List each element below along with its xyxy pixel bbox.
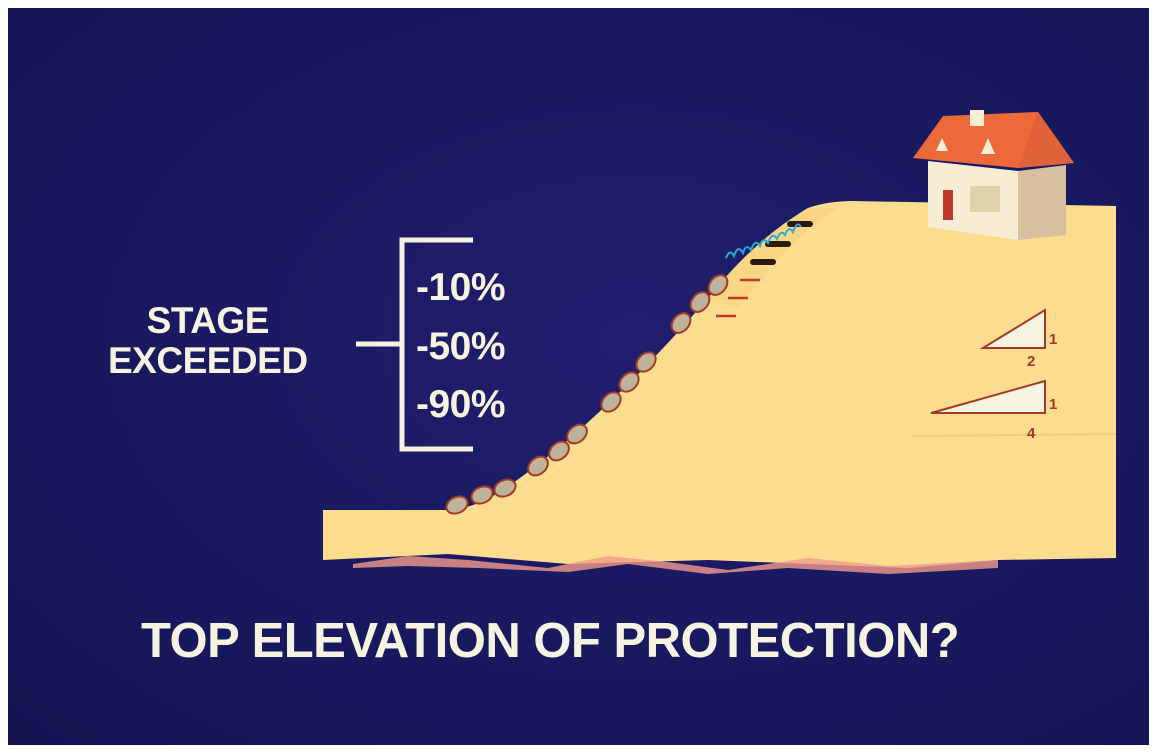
slope-triangle-1-4 [930, 379, 1046, 414]
slope-shading [708, 208, 838, 308]
stage-level-90: -90% [416, 383, 506, 426]
dormer [936, 138, 948, 151]
embankment-diagram [323, 110, 1117, 574]
slope-rise-1b: 1 [1049, 396, 1058, 413]
house-roof-side [1018, 112, 1074, 168]
riprap-stone [470, 485, 494, 505]
stage-level-10: -10% [416, 266, 506, 309]
riprap-stone [707, 274, 729, 296]
chimney [970, 110, 984, 126]
stage-marks [716, 278, 760, 318]
riprap-stone [670, 312, 692, 334]
slope-run-2: 2 [1027, 353, 1036, 370]
stage-exceeded-label: STAGE EXCEEDED [108, 301, 308, 381]
riprap-stone [618, 371, 640, 393]
slope-rise-1: 1 [1049, 331, 1058, 348]
slide-title: TOP ELEVATION OF PROTECTION? [141, 614, 960, 668]
house-icon [913, 110, 1074, 240]
riprap-stone [445, 495, 469, 515]
house-door [943, 190, 953, 220]
ground-line [912, 433, 1117, 437]
crest-bars [750, 221, 813, 265]
house-side-wall [1018, 165, 1066, 240]
stage-level-50: -50% [416, 325, 506, 368]
slide-canvas: STAGE EXCEEDED -10% -50% -90% 1 2 1 4 TO… [8, 8, 1149, 745]
house-window [970, 186, 1000, 212]
vegetation-scribble [725, 223, 802, 259]
riprap-stone [689, 291, 711, 313]
riprap-stones [445, 274, 729, 515]
riprap-stone [566, 423, 588, 445]
riprap-stone [493, 478, 517, 498]
riprap-stone [548, 440, 570, 462]
riprap-stone [600, 391, 622, 413]
ground-fringe [353, 556, 998, 574]
riprap-stone [635, 351, 657, 373]
embankment [323, 201, 1116, 568]
slope-run-4: 4 [1027, 425, 1036, 442]
dormer [981, 138, 995, 154]
slope-triangle-1-2 [979, 308, 1046, 349]
stage-bracket [356, 237, 473, 452]
riprap-stone [527, 455, 549, 477]
stage-label-line-2: EXCEEDED [108, 340, 308, 381]
stage-label-line-1: STAGE [146, 300, 270, 341]
